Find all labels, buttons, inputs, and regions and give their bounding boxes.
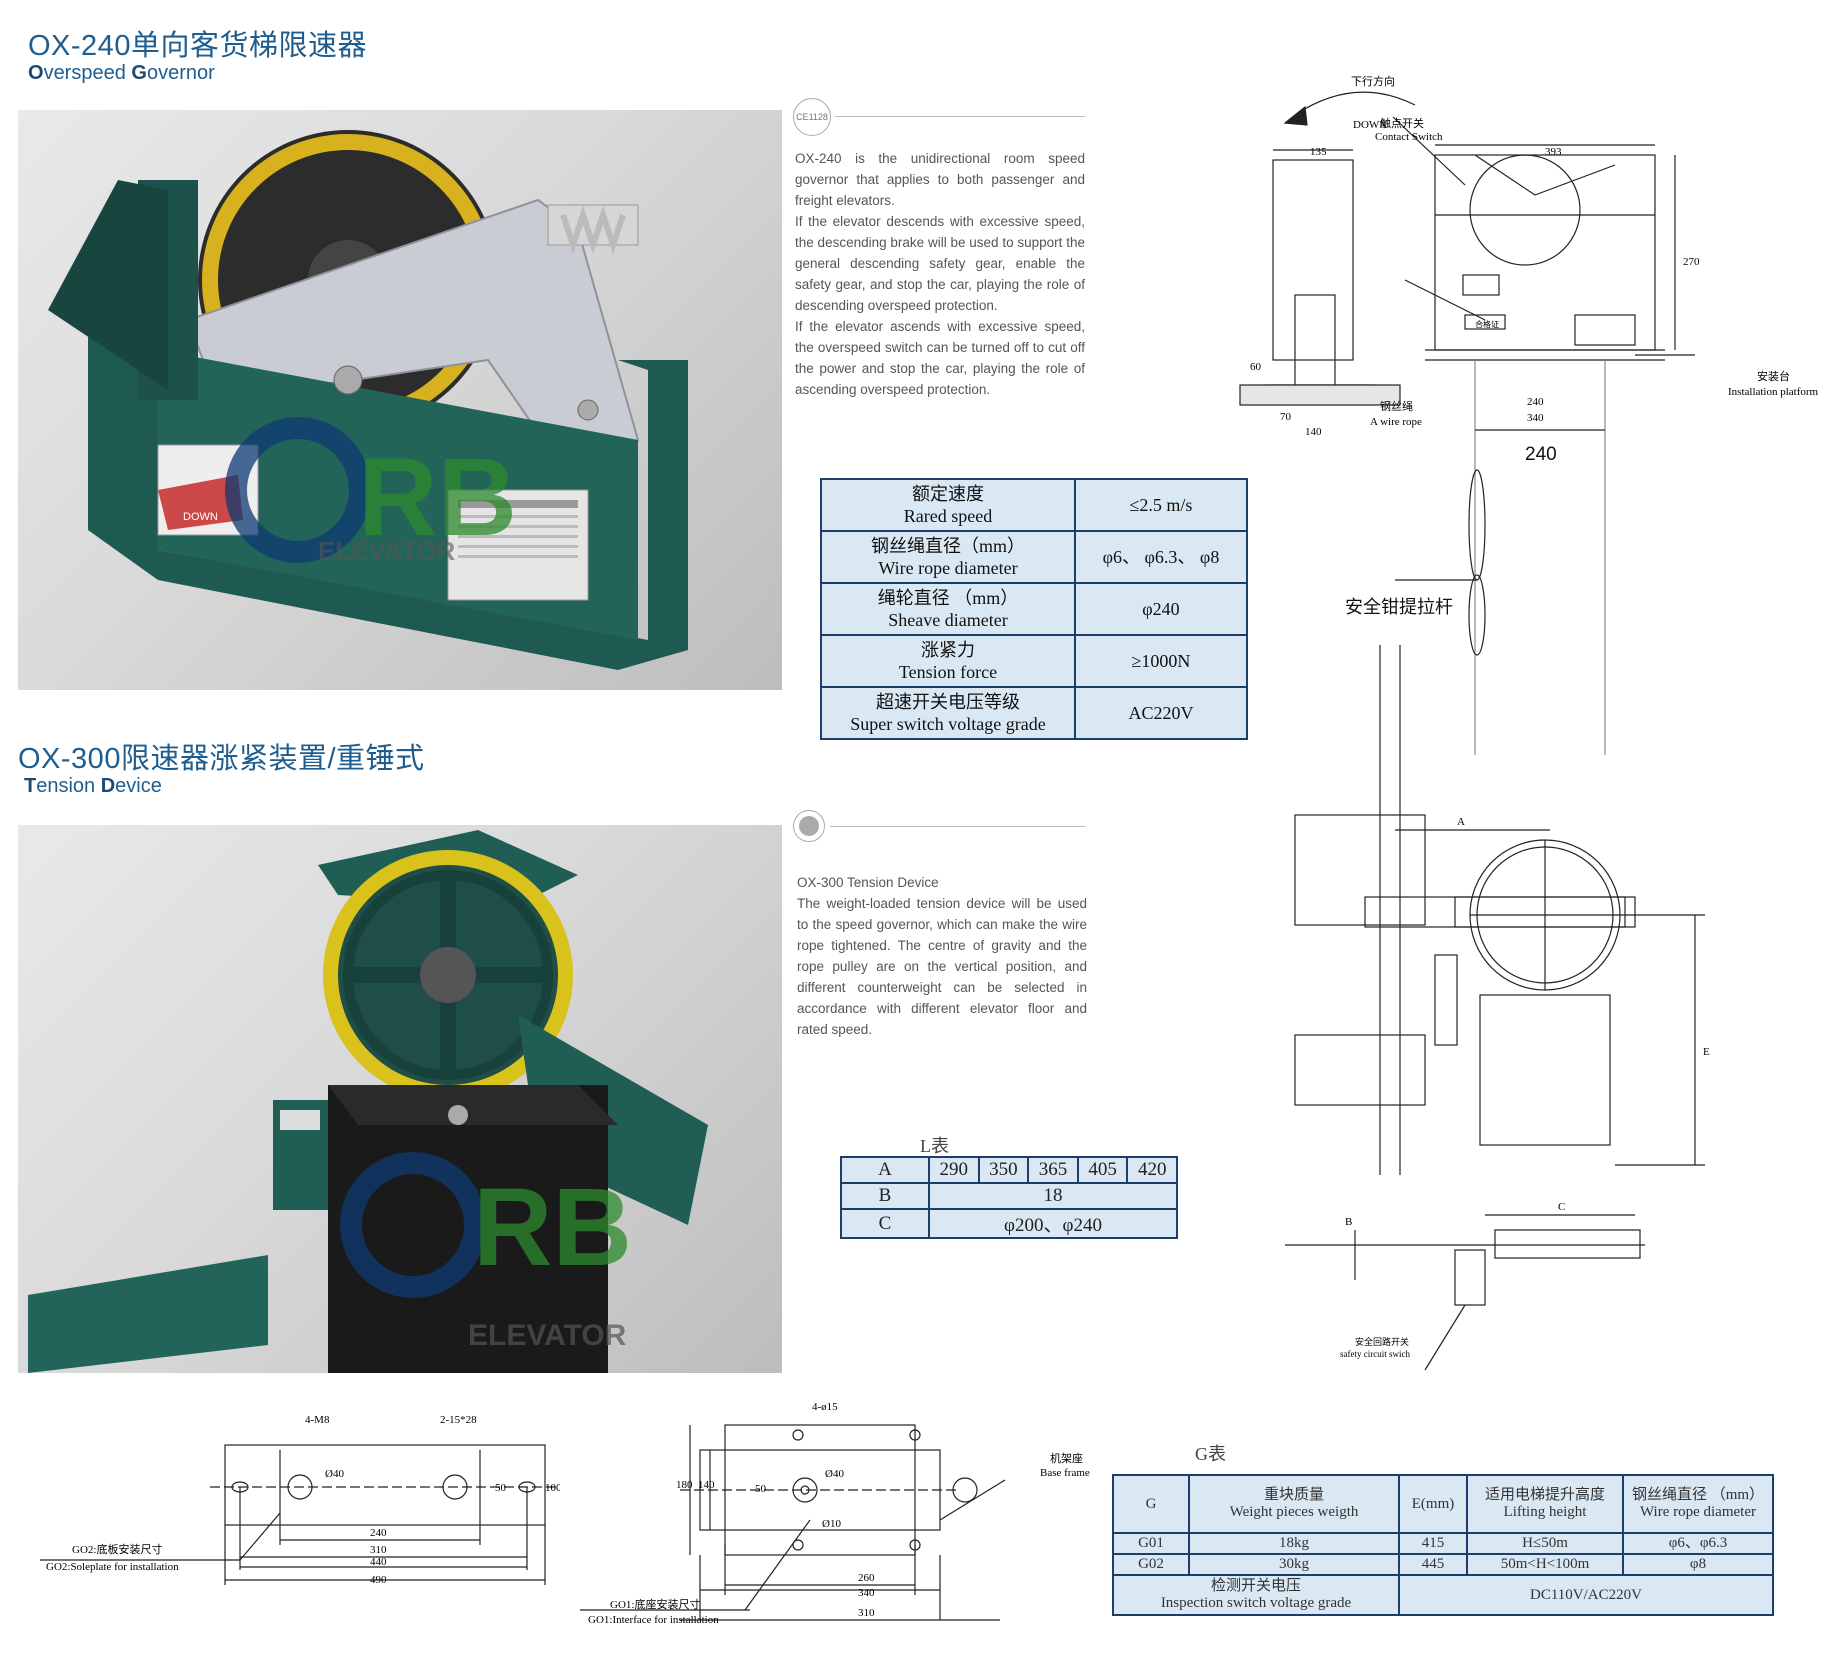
ox240-description: OX-240 is the unidirectional room speed …: [795, 151, 1085, 397]
dim-label: 60: [1250, 361, 1262, 373]
ce-mark: CE1128: [793, 98, 831, 136]
base-frame-en: Base frame: [1040, 1467, 1090, 1479]
dim-label: 490: [370, 1574, 387, 1586]
dim-label: 393: [1545, 146, 1562, 158]
dim-label: 70: [1280, 411, 1292, 423]
dim-label: C: [1558, 1201, 1565, 1213]
direction-label: 下行方向: [1351, 74, 1395, 88]
technical-drawing-right: 下行方向 DOWN 触点开关 Contact Switch 135 393 27…: [1225, 55, 1825, 1375]
base-frame-cn: 机架座: [1050, 1451, 1083, 1465]
dim-label: 340: [1527, 412, 1544, 424]
divider: [835, 116, 1085, 117]
ox300-description: The weight-loaded tension device will be…: [797, 896, 1087, 1037]
g-table-row: G02 30kg 445 50m<H<100m φ8: [1112, 1553, 1774, 1576]
dim-label: 50: [755, 1483, 767, 1495]
dim-label: 270: [1683, 256, 1700, 268]
ox240-subtitle: Overspeed Governor: [28, 62, 215, 84]
dim-label: 180: [676, 1479, 693, 1491]
switch-cn: 安全回路开关: [1355, 1336, 1409, 1347]
dim-label: 4-M8: [305, 1414, 330, 1426]
dim-label: 135: [1310, 146, 1327, 158]
dim-label: 140: [698, 1479, 715, 1491]
dim-label: Ø40: [825, 1468, 844, 1480]
ox240-product-photo: DOWN RB ELEVATOR: [18, 110, 782, 690]
contact-switch-cn: 触点开关: [1380, 116, 1424, 130]
platform-en: Installation platform: [1728, 386, 1819, 398]
spec-row: 钢丝绳直径（mm）Wire rope diameter φ6、 φ6.3、 φ8: [820, 530, 1248, 584]
rope-cn: 钢丝绳: [1380, 399, 1413, 413]
dim-label: 4-ø15: [812, 1401, 838, 1413]
ox300-product-photo: RB ELEVATOR: [18, 825, 782, 1373]
svg-text:RB: RB: [473, 1166, 632, 1289]
ox300-heading: OX-300 Tension Device: [797, 875, 939, 890]
go1-drawing: 4-ø15 Ø40 Ø10 180 140 50 260 340 310 机架座…: [580, 1380, 1120, 1630]
dim-label: B: [1345, 1216, 1352, 1228]
dim-label: 310: [858, 1607, 875, 1619]
device-icon: [793, 810, 825, 842]
ox300-subtitle: Tension Device: [24, 775, 162, 797]
l-table-row: A 290 350 365 405 420: [840, 1156, 1178, 1184]
rope-en: A wire rope: [1370, 416, 1422, 428]
contact-switch-en: Contact Switch: [1375, 131, 1443, 143]
dim-label: Ø40: [325, 1468, 344, 1480]
ox300-title: OX-300限速器涨紧装置/重锤式: [18, 743, 425, 775]
switch-en: safety circuit swich: [1340, 1349, 1410, 1359]
dim-label: 340: [858, 1587, 875, 1599]
dim-label: 140: [1305, 426, 1322, 438]
go1-label-cn: GO1:底座安装尺寸: [610, 1597, 700, 1611]
dim-label: Ø10: [822, 1518, 841, 1530]
l-table-caption: L表: [920, 1136, 949, 1156]
l-table-row: B 18: [840, 1182, 1178, 1210]
safety-lever-label: 安全钳提拉杆: [1345, 597, 1453, 617]
dim-label: 440: [370, 1556, 387, 1568]
dim-label: 100: [545, 1482, 560, 1494]
down-label: DOWN: [1353, 119, 1387, 131]
dim-label: A: [1457, 816, 1465, 828]
plate-label: 合格证: [1475, 319, 1499, 329]
go2-drawing: 4-M8 2-15*28 Ø40 50 100 240 310 440 490 …: [40, 1405, 562, 1595]
dim-label: 2-15*28: [440, 1414, 477, 1426]
g-table-row: G01 18kg 415 H≤50m φ6、φ6.3: [1112, 1532, 1774, 1555]
l-table-row: C φ200、φ240: [840, 1208, 1178, 1239]
go2-label-cn: GO2:底板安装尺寸: [72, 1542, 162, 1556]
dim-label: 240: [370, 1527, 387, 1539]
spec-row: 绳轮直径 （mm）Sheave diameter φ240: [820, 582, 1248, 636]
go1-label-en: GO1:Interface for installation: [588, 1614, 719, 1626]
l-table: A 290 350 365 405 420 B 18 C φ200、φ240: [840, 1156, 1178, 1239]
dim-label: E: [1703, 1046, 1710, 1058]
g-table-caption: G表: [1195, 1444, 1226, 1464]
dim-label: 310: [370, 1544, 387, 1556]
brand-watermark: ELEVATOR: [468, 1319, 627, 1352]
svg-text:RB: RB: [358, 436, 517, 559]
dim-label: 260: [858, 1572, 875, 1584]
ox240-title: OX-240单向客货梯限速器: [28, 30, 367, 62]
down-label: DOWN: [183, 511, 218, 523]
divider: [830, 826, 1085, 827]
dim-label: 50: [495, 1482, 507, 1494]
dim-label: 240: [1527, 396, 1544, 408]
brand-watermark: ELEVATOR: [318, 536, 455, 566]
dim-label: 240: [1525, 444, 1557, 465]
platform-cn: 安装台: [1757, 369, 1790, 383]
go2-label-en: GO2:Soleplate for installation: [46, 1561, 179, 1573]
